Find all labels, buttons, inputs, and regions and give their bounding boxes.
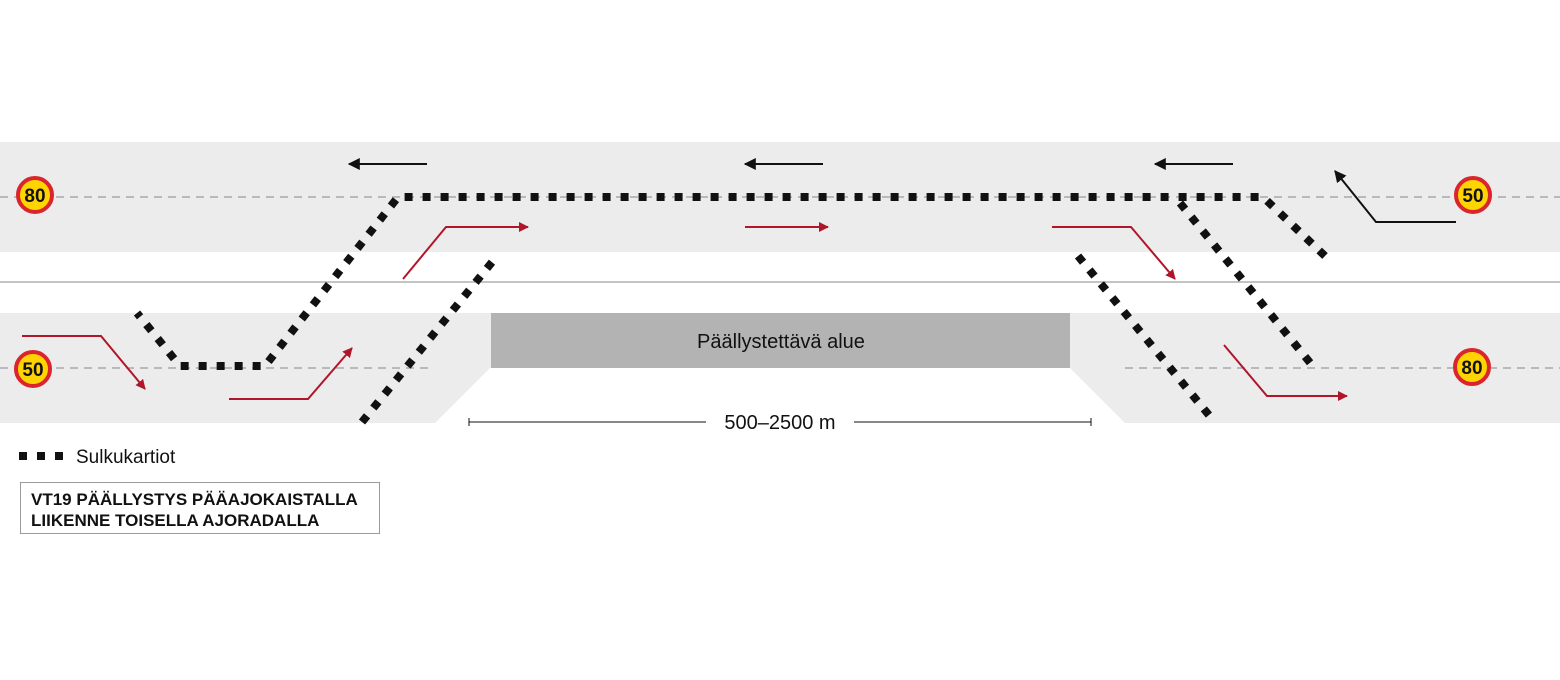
- speed-limit-sign-lower-left: 50: [14, 350, 52, 388]
- speed-limit-sign-icon: [16, 176, 54, 214]
- arrow-red-6: [1223, 344, 1348, 401]
- speed-limit-sign-icon: [1454, 176, 1492, 214]
- work-zone-label: Päällystettävä alue: [697, 331, 865, 353]
- speed-limit-value: 50: [22, 360, 43, 381]
- title-line-1: VT19 PÄÄLLYSTYS PÄÄAJOKAISTALLA: [31, 490, 358, 509]
- speed-limit-sign-upper-left: 80: [16, 176, 54, 214]
- red-arrows: [22, 222, 1348, 401]
- arrow-black-entry: [1334, 170, 1456, 223]
- length-label: 500–2500 m: [724, 412, 835, 434]
- speed-limit-sign-lower-right: 80: [1453, 348, 1491, 386]
- speed-limit-value: 80: [24, 186, 45, 207]
- black-arrows: [347, 158, 1456, 223]
- arrow-red-2: [229, 347, 353, 400]
- title-line-2: LIIKENNE TOISELLA AJORADALLA: [31, 511, 320, 530]
- legend: Sulkukartiot: [19, 447, 176, 468]
- arrow-red-5: [1052, 226, 1176, 280]
- speed-limit-sign-upper-right: 50: [1454, 176, 1492, 214]
- title-box: VT19 PÄÄLLYSTYS PÄÄAJOKAISTALLA LIIKENNE…: [20, 482, 380, 534]
- arrow-red-3: [402, 222, 529, 280]
- speed-limit-sign-icon: [1453, 348, 1491, 386]
- arrow-red-1: [22, 335, 146, 390]
- length-dimension: [468, 418, 1092, 426]
- upper-carriageway: [0, 142, 1560, 252]
- work-zone: [491, 313, 1070, 368]
- speed-limit-value: 80: [1461, 358, 1482, 379]
- speed-limit-value: 50: [1462, 186, 1483, 207]
- legend-label: Sulkukartiot: [76, 447, 176, 468]
- cone-dot-icon: [19, 452, 63, 460]
- speed-limit-sign-icon: [14, 350, 52, 388]
